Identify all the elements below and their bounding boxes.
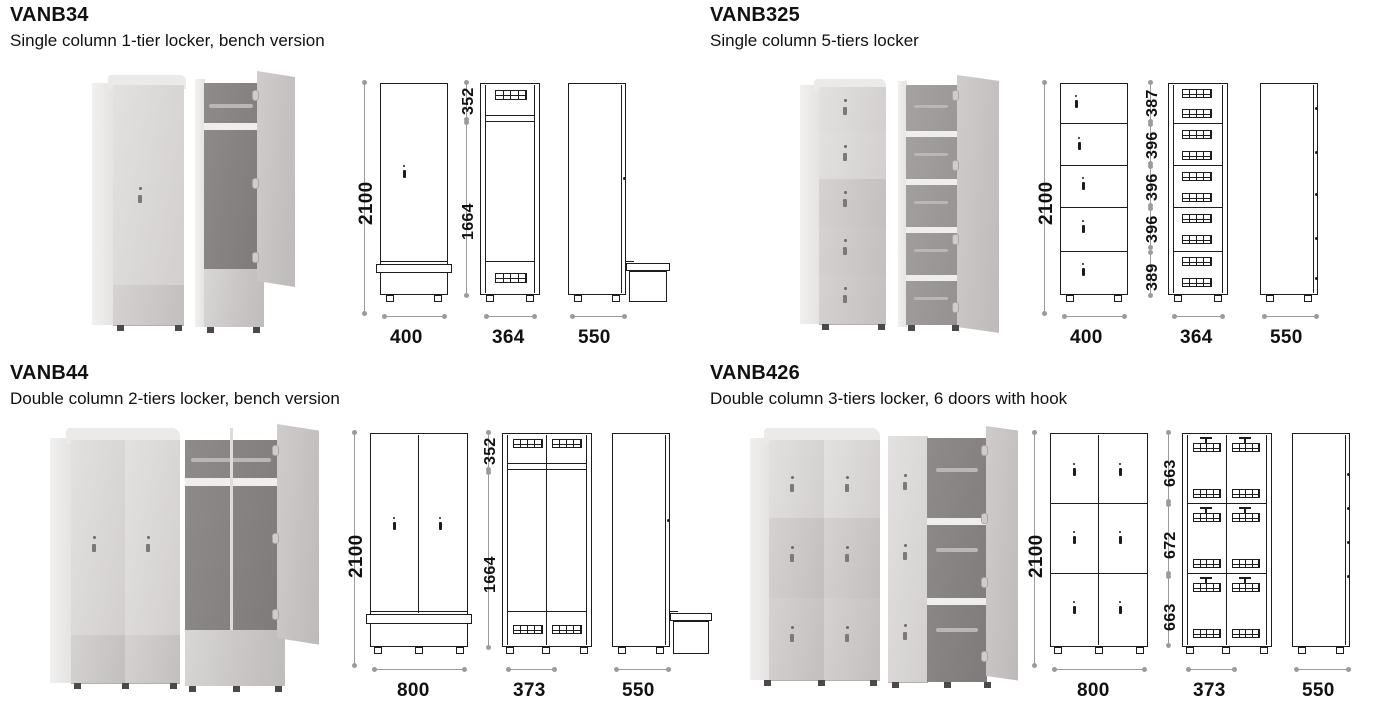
hook-icon <box>1239 437 1251 443</box>
dimension-width-373: 373 <box>1193 680 1226 701</box>
product-description: Double column 3-tiers locker, 6 doors wi… <box>710 389 1068 408</box>
dimension-depth-550: 550 <box>1302 680 1335 701</box>
technical-drawing-vanb44: 2100 800 352 1664 <box>340 415 712 715</box>
dimension-tier-387: 387 <box>1144 89 1161 117</box>
dimension-tier-396-a: 396 <box>1144 131 1161 159</box>
dimension-width-400: 400 <box>390 327 423 348</box>
dimension-width-364: 364 <box>492 327 525 348</box>
hook-icon <box>1239 507 1251 513</box>
dimension-tier-396-c: 396 <box>1144 215 1161 243</box>
hook-icon <box>1200 577 1212 583</box>
product-description: Single column 5-tiers locker <box>710 31 919 50</box>
view-side <box>1292 433 1350 647</box>
technical-drawing-vanb325: 2100 400 387 396 396 396 389 <box>1020 65 1370 355</box>
dimension-height-2100: 2100 <box>346 534 367 578</box>
view-side <box>568 83 626 295</box>
dimension-tier-1664: 1664 <box>482 556 499 593</box>
dimension-tier-352: 352 <box>460 87 477 115</box>
dimension-depth-550: 550 <box>622 680 655 701</box>
product-code: VANB325 <box>710 4 800 26</box>
dimension-width-800: 800 <box>397 680 430 701</box>
hook-icon <box>1200 437 1212 443</box>
hook-icon <box>1239 577 1251 583</box>
view-front <box>380 83 448 295</box>
dimension-tier-663-top: 663 <box>1162 459 1179 487</box>
dimension-width-400: 400 <box>1070 327 1103 348</box>
product-card-vanb325: VANB325 Single column 5-tiers locker <box>710 5 1379 360</box>
dimension-tier-352: 352 <box>482 437 499 465</box>
dimension-width-800: 800 <box>1077 680 1110 701</box>
product-photo-vanb44 <box>30 418 330 693</box>
dimension-height-2100: 2100 <box>1036 181 1057 225</box>
dimension-tier-396-b: 396 <box>1144 173 1161 201</box>
product-card-vanb426: VANB426 Double column 3-tiers locker, 6 … <box>710 363 1379 721</box>
dimension-height-2100: 2100 <box>1026 534 1047 578</box>
product-code: VANB34 <box>10 4 89 26</box>
product-photo-vanb426 <box>740 418 1020 696</box>
product-code: VANB426 <box>710 362 800 384</box>
dimension-width-373: 373 <box>513 680 546 701</box>
dimension-depth-550: 550 <box>1270 327 1303 348</box>
view-front-open <box>1168 83 1228 295</box>
hook-icon <box>1200 507 1212 513</box>
dimension-tier-389: 389 <box>1144 263 1161 291</box>
view-side <box>1260 83 1318 295</box>
dimension-height-2100: 2100 <box>356 181 377 225</box>
dimension-tier-672: 672 <box>1162 531 1179 559</box>
dimension-depth-550: 550 <box>578 327 611 348</box>
dimension-tier-663-bottom: 663 <box>1162 603 1179 631</box>
product-photo-vanb325 <box>780 67 1030 337</box>
product-description: Double column 2-tiers locker, bench vers… <box>10 389 340 408</box>
product-code: VANB44 <box>10 362 89 384</box>
product-description: Single column 1-tier locker, bench versi… <box>10 31 325 50</box>
view-front-open <box>480 83 540 295</box>
view-side <box>612 433 670 647</box>
view-front <box>1060 83 1128 295</box>
technical-drawing-vanb34: 2100 400 352 1664 364 <box>340 65 690 355</box>
dimension-width-364: 364 <box>1180 327 1213 348</box>
technical-drawing-vanb426: 2100 800 663 672 663 <box>1020 415 1379 715</box>
product-card-vanb44: VANB44 Double column 2-tiers locker, ben… <box>10 362 712 721</box>
product-card-vanb34: VANB34 Single column 1-tier locker, benc… <box>10 5 690 360</box>
dimension-tier-1664: 1664 <box>460 203 477 240</box>
product-photo-vanb34 <box>60 65 320 340</box>
